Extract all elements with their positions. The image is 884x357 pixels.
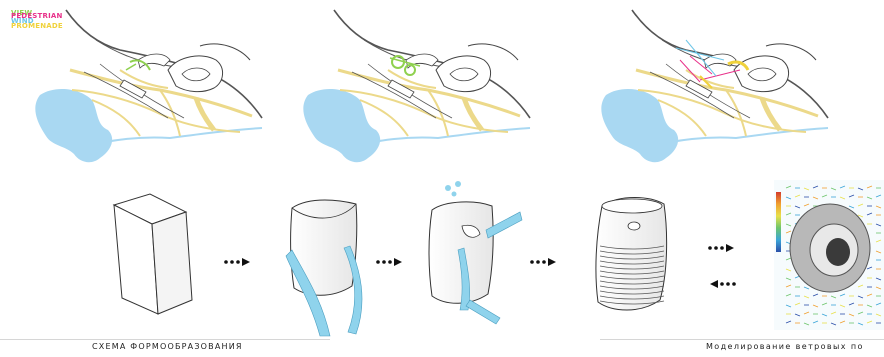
caption-wind-modeling: Моделирование ветровых по [706,342,864,351]
dotted-arrow-icon [530,258,556,266]
form-step-curved [286,200,362,336]
wind-simulation-image [774,180,884,330]
dotted-arrow-icon [224,258,250,266]
form-step-final [596,198,667,311]
caption-form-generation: СХЕМА ФОРМООБРАЗОВАНИЯ [92,342,243,351]
legend-item-promenade: PROMENADE [11,22,63,30]
site-map-view [35,10,262,162]
caption-rule-right [600,339,884,340]
site-map-wind [601,10,828,162]
map-legend: VIEW PEDESTRIAN WIND PROMENADE [11,9,63,30]
dotted-arrow-icon [708,244,734,252]
dotted-arrow-reverse-icon [710,280,736,288]
form-step-carved [429,181,522,324]
form-step-box [114,194,192,314]
site-map-pedestrian [303,10,530,162]
caption-rule-left [0,339,330,340]
dotted-arrow-icon [376,258,402,266]
